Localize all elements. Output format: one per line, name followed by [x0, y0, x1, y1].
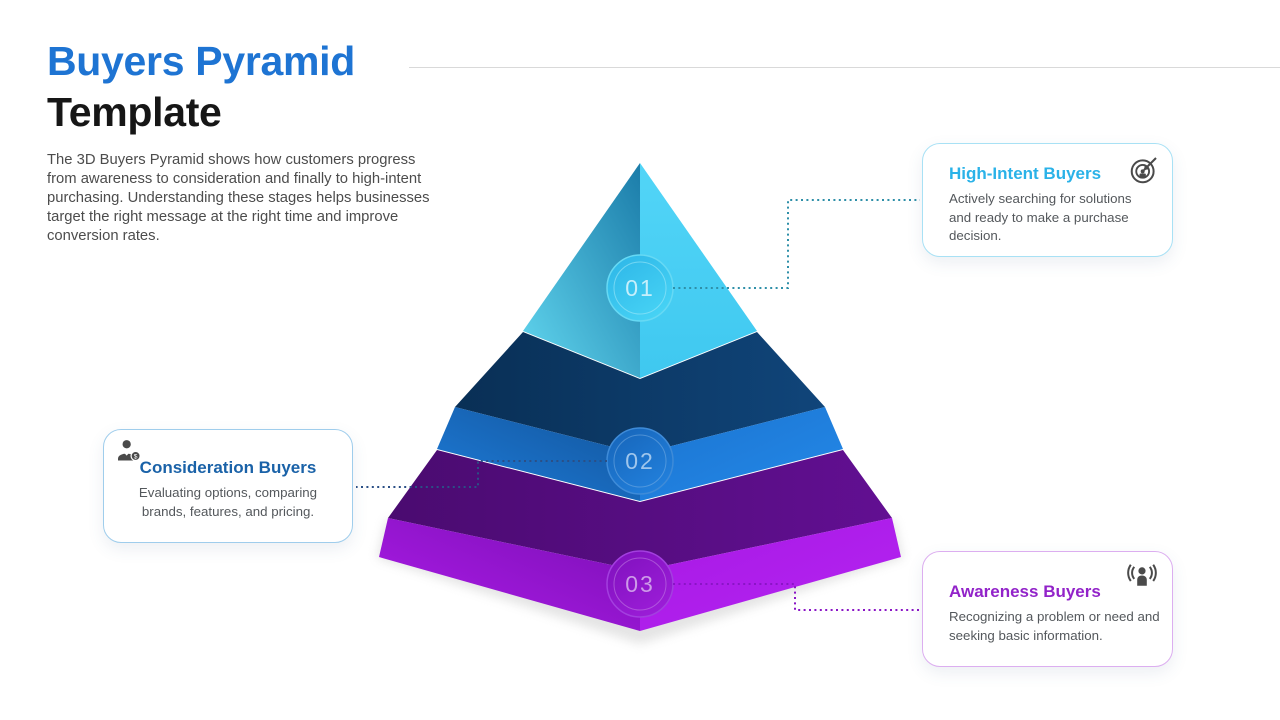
callout-title: High-Intent Buyers [949, 164, 1102, 183]
connector-awareness [673, 583, 920, 611]
callout-card-awareness: Awareness Buyers Recognizing a problem o… [922, 551, 1173, 667]
step-circle-01-inner-ring [613, 261, 667, 315]
callout-body: Recognizing a problem or need and seekin… [949, 609, 1160, 643]
broadcast-person-icon [1127, 564, 1157, 586]
page-title: Buyers Pyramid Template [47, 36, 355, 138]
connector-high-intent [673, 199, 920, 289]
svg-text:$: $ [134, 453, 138, 460]
step-number-01: 01 [625, 275, 655, 301]
step-circle-01 [606, 254, 674, 322]
callout-card-high-intent: High-Intent Buyers Actively searching fo… [922, 143, 1173, 257]
callout-card-consideration: $ Consideration Buyers Evaluating option… [103, 429, 353, 543]
page-title-rest: Template [47, 89, 222, 135]
page-title-accent: Buyers Pyramid [47, 38, 356, 84]
callout-body: Actively searching for solutions and rea… [949, 191, 1132, 243]
target-arrow-icon [1130, 157, 1157, 184]
tier3-top-face [388, 450, 892, 571]
step-number-02: 02 [625, 448, 655, 474]
tier2-left-face [437, 407, 640, 501]
step-number-03: 03 [625, 571, 655, 597]
step-circle-02-inner-ring [613, 434, 667, 488]
tier1-right-face [640, 163, 757, 378]
header-divider-line [409, 67, 1280, 68]
tier2-right-face [640, 407, 843, 501]
tier3-left-face [379, 518, 640, 631]
step-circle-03-inner-ring [613, 557, 667, 611]
customer-value-icon: $ [118, 440, 141, 462]
pyramid-tier-awareness: 03 [379, 450, 901, 631]
pyramid-ground-shadow [377, 520, 903, 644]
callout-title: Awareness Buyers [949, 582, 1101, 601]
slide-description: The 3D Buyers Pyramid shows how customer… [47, 152, 430, 244]
step-circle-03 [606, 550, 674, 618]
callout-body: Evaluating options, comparing brands, fe… [138, 485, 318, 519]
callout-title: Consideration Buyers [139, 458, 317, 477]
connector-consideration [356, 460, 607, 488]
tier3-right-face [640, 518, 901, 631]
pyramid-tier-consideration: 02 [437, 332, 843, 501]
pyramid-tier-high-intent: 01 [523, 163, 757, 378]
tier2-top-face [455, 332, 825, 454]
step-circle-02 [606, 427, 674, 495]
tier1-left-face [523, 163, 640, 378]
